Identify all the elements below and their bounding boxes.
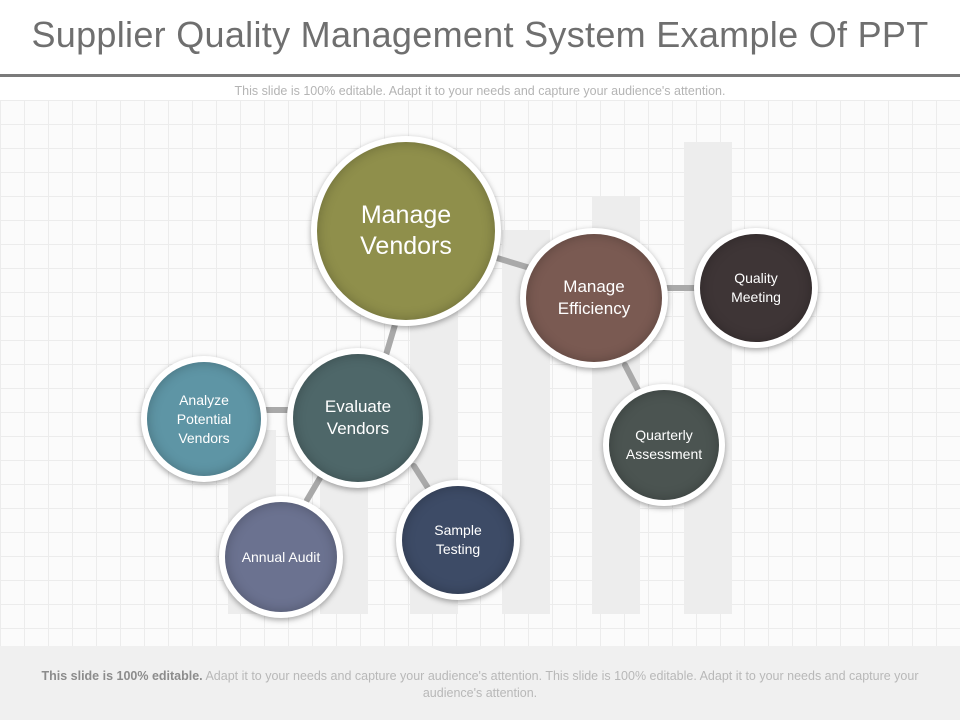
- node-quality-meeting: Quality Meeting: [694, 228, 818, 348]
- node-manage-vendors-label: Manage Vendors: [360, 201, 452, 260]
- footer-note-bold: This slide is 100% editable.: [41, 669, 203, 683]
- node-manage-vendors: Manage Vendors: [311, 136, 501, 326]
- node-quarterly-assessment-fill: Quarterly Assessment: [609, 390, 719, 500]
- node-analyze-potential-vendors-fill: Analyze Potential Vendors: [147, 362, 261, 476]
- node-manage-efficiency-label: Manage Efficiency: [557, 277, 631, 318]
- node-evaluate-vendors-label: Evaluate Vendors: [324, 397, 392, 438]
- footer-note: This slide is 100% editable. Adapt it to…: [20, 668, 940, 702]
- node-evaluate-vendors: Evaluate Vendors: [287, 348, 429, 488]
- node-quality-meeting-fill: Quality Meeting: [700, 234, 812, 342]
- connector-line: [622, 362, 641, 393]
- node-evaluate-vendors-fill: Evaluate Vendors: [293, 354, 423, 482]
- connector-line: [494, 255, 533, 271]
- slide-subtitle: This slide is 100% editable. Adapt it to…: [234, 84, 726, 98]
- connector-line: [411, 463, 431, 491]
- node-sample-testing-label: Sample Testing: [434, 522, 482, 557]
- node-sample-testing-fill: Sample Testing: [402, 486, 514, 594]
- background-bar: [684, 142, 732, 614]
- node-annual-audit: Annual Audit: [219, 496, 343, 618]
- node-quality-meeting-label: Quality Meeting: [731, 270, 781, 305]
- node-annual-audit-label: Annual Audit: [241, 548, 321, 565]
- footer-bar: This slide is 100% editable. Adapt it to…: [0, 646, 960, 720]
- node-analyze-potential-vendors-label: Analyze Potential Vendors: [176, 391, 232, 446]
- footer-note-text: Adapt it to your needs and capture your …: [202, 669, 919, 700]
- node-quarterly-assessment-label: Quarterly Assessment: [625, 427, 703, 462]
- node-manage-vendors-fill: Manage Vendors: [317, 142, 495, 320]
- slide-title: Supplier Quality Management System Examp…: [31, 14, 929, 55]
- title-divider: [0, 74, 960, 77]
- connector-line: [304, 475, 323, 503]
- node-quarterly-assessment: Quarterly Assessment: [603, 384, 725, 506]
- node-manage-efficiency: Manage Efficiency: [520, 228, 668, 368]
- node-annual-audit-fill: Annual Audit: [225, 502, 337, 612]
- node-analyze-potential-vendors: Analyze Potential Vendors: [141, 356, 267, 482]
- node-sample-testing: Sample Testing: [396, 480, 520, 600]
- node-manage-efficiency-fill: Manage Efficiency: [526, 234, 662, 362]
